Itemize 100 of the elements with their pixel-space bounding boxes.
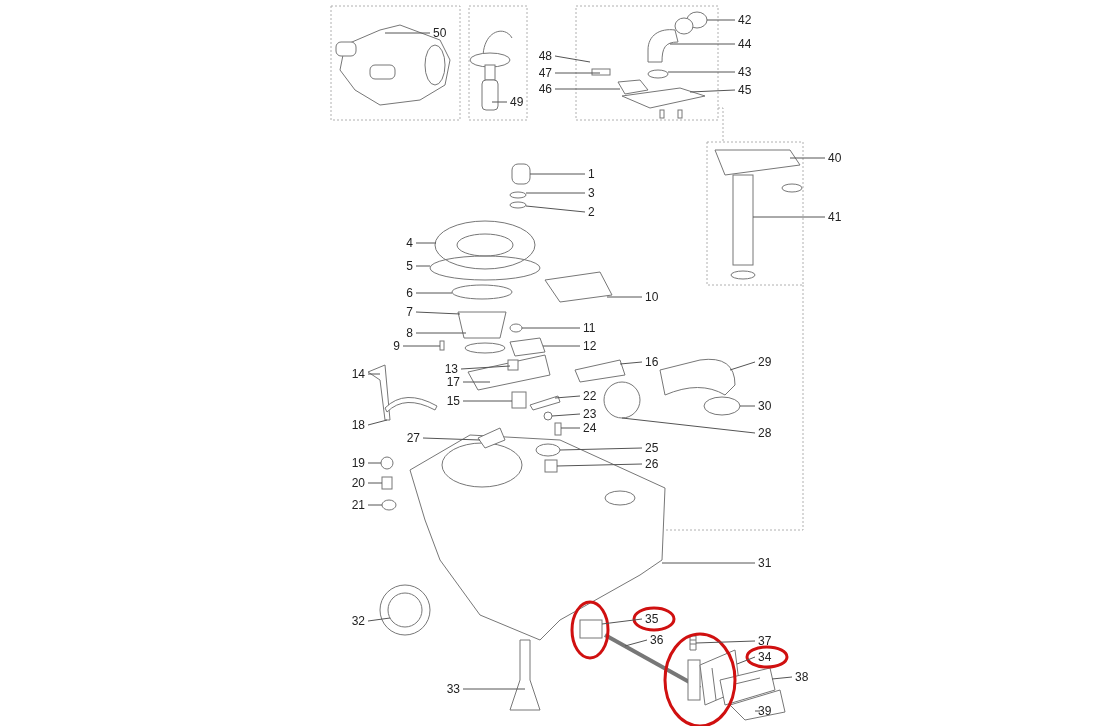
callout-number: 4 — [406, 236, 413, 250]
callout-number: 14 — [351, 367, 365, 381]
callout-number: 21 — [351, 498, 365, 512]
leader-line — [551, 413, 581, 417]
callout-number: 42 — [738, 13, 752, 27]
callout-number: 18 — [351, 418, 365, 432]
leader-line — [491, 101, 508, 103]
leader-line — [661, 562, 756, 564]
leader-line — [706, 19, 736, 21]
callout-number: 49 — [510, 95, 524, 109]
callout-number: 19 — [351, 456, 365, 470]
callout-number: 15 — [446, 394, 460, 408]
callout-number: 26 — [645, 457, 659, 471]
leader-line — [554, 72, 601, 74]
callout-number: 22 — [583, 389, 597, 403]
callout-number: 2 — [588, 205, 595, 219]
callout-number: 35 — [645, 612, 659, 626]
leader-line — [606, 296, 643, 298]
callout-number: 27 — [406, 431, 420, 445]
leader-line — [560, 427, 581, 429]
leader-line — [559, 447, 643, 451]
leader-line — [789, 157, 826, 159]
leader-line — [415, 311, 461, 315]
leader-line — [462, 381, 491, 383]
leader-line — [367, 482, 383, 484]
leader-line — [669, 43, 736, 45]
leader-line — [529, 173, 586, 175]
callout-number: 46 — [538, 82, 552, 96]
leader-line — [621, 417, 756, 434]
leader-line — [739, 405, 756, 407]
leader-line — [554, 395, 581, 399]
leader-line — [462, 688, 526, 690]
callout-number: 20 — [351, 476, 365, 490]
callout-number: 24 — [583, 421, 597, 435]
callout-number: 47 — [538, 66, 552, 80]
callout-number: 37 — [758, 634, 772, 648]
callout-number: 9 — [393, 339, 400, 353]
callout-number: 23 — [583, 407, 597, 421]
leader-line — [752, 216, 826, 218]
callout-number: 40 — [828, 151, 842, 165]
screw-box — [439, 340, 445, 351]
callout-number: 31 — [758, 556, 772, 570]
leader-line — [754, 710, 761, 712]
leader-line — [525, 205, 586, 213]
leader-line — [542, 345, 581, 347]
leader-line — [554, 88, 621, 90]
leader-line — [695, 640, 756, 644]
leader-line — [619, 361, 643, 365]
callout-number: 11 — [583, 321, 596, 335]
callout-number: 30 — [758, 399, 772, 413]
leader-line — [367, 617, 391, 622]
callout-number: 45 — [738, 83, 752, 97]
leader-line — [624, 639, 648, 647]
leader-line — [601, 618, 643, 625]
leader-line — [402, 345, 441, 347]
callout-number: 17 — [446, 375, 460, 389]
leader-line — [771, 676, 793, 680]
leader-line — [556, 463, 643, 467]
leader-line — [384, 32, 431, 34]
callout-number: 10 — [645, 290, 659, 304]
leader-line — [415, 292, 453, 294]
callout-number: 41 — [828, 210, 842, 224]
callout-number: 48 — [538, 49, 552, 63]
leader-line — [462, 400, 513, 402]
leader-line — [736, 656, 756, 665]
leader-line — [525, 192, 586, 194]
leader-line — [367, 373, 381, 375]
callout-number: 5 — [406, 259, 413, 273]
callout-number: 25 — [645, 441, 659, 455]
callout-number: 3 — [588, 186, 595, 200]
callout-number: 1 — [588, 167, 595, 181]
callout-number: 13 — [444, 362, 458, 376]
callout-number: 43 — [738, 65, 752, 79]
callout-number: 29 — [758, 355, 772, 369]
callout-number: 34 — [758, 650, 772, 664]
callout-number: 36 — [650, 633, 664, 647]
leader-line — [689, 89, 736, 93]
callout-number: 12 — [583, 339, 597, 353]
leader-line — [460, 365, 511, 370]
leader-line — [367, 462, 382, 464]
leader-line — [415, 265, 431, 267]
plate-drawing — [719, 667, 776, 706]
leader-line — [367, 419, 388, 426]
callout-number: 16 — [645, 355, 659, 369]
leader-line — [554, 55, 591, 63]
callout-number: 39 — [758, 704, 772, 718]
callout-number: 33 — [446, 682, 460, 696]
leader-line — [422, 437, 481, 441]
callout-number: 50 — [433, 26, 447, 40]
leader-line — [415, 332, 467, 334]
leader-line — [521, 327, 581, 329]
leader-line — [415, 242, 437, 244]
leader-line — [729, 361, 756, 371]
callout-number: 32 — [351, 614, 365, 628]
leader-line — [667, 71, 736, 73]
callout-number: 44 — [738, 37, 752, 51]
callout-number: 6 — [406, 286, 413, 300]
callout-number: 7 — [406, 305, 413, 319]
spring-drawing — [689, 635, 697, 651]
callout-number: 28 — [758, 426, 772, 440]
